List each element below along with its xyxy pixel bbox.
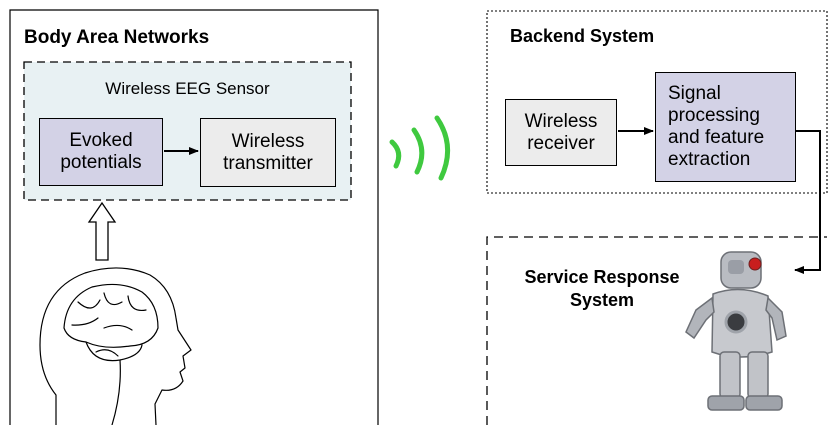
service-title: Service Response System [524,267,680,310]
processing-to-robot-connector [794,130,821,274]
body-area-panel [9,9,379,425]
wireless-transmitter-box: Wireless transmitter [200,118,336,187]
signal-processing-box: Signal processing and feature extraction [655,72,796,182]
evoked-potentials-box: Evoked potentials [39,118,163,186]
human-head-icon [39,267,192,425]
wireless-signal-icon [389,115,451,181]
backend-panel [486,10,828,194]
hollow-up-arrow [87,201,117,261]
eeg-sensor-title: Wireless EEG Sensor [105,79,270,98]
wireless-receiver-box: Wireless receiver [505,99,617,166]
body-area-title: Body Area Networks [24,27,210,48]
backend-title: Backend System [510,26,655,46]
service-robot-icon [685,251,787,411]
service-panel [486,236,827,425]
